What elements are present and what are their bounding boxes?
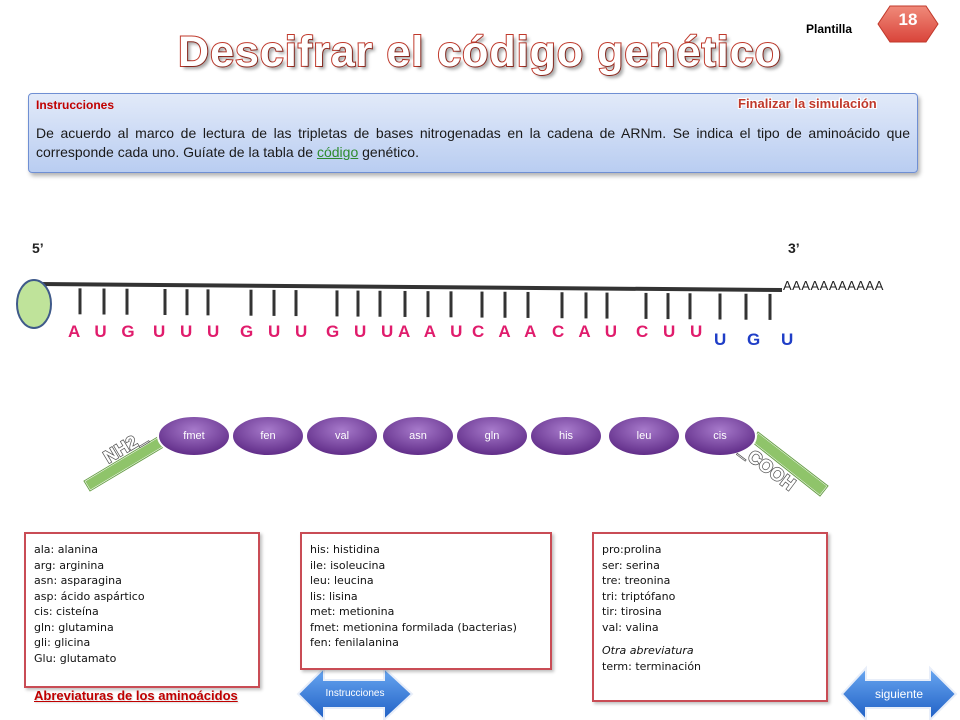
c-terminus-label: _COOH — [735, 439, 800, 495]
codon-5: A A U — [398, 322, 468, 341]
abbr-entry: ser: serina — [602, 558, 660, 572]
abbr-entry: arg: arginina — [34, 558, 105, 572]
codon-1: A U G — [68, 322, 140, 341]
template-label: Plantilla — [806, 22, 853, 36]
abbr-entry: tir: tirosina — [602, 605, 662, 618]
abbr-entry: gln: glutamina — [34, 620, 114, 634]
five-prime-cap — [16, 279, 52, 329]
amino-acid-label: leu — [636, 430, 652, 442]
instructions-heading: Instrucciones — [36, 98, 115, 112]
codon-7: C A U — [552, 322, 623, 341]
amino-acid-label: val — [334, 430, 350, 442]
genetic-code-link[interactable]: código — [316, 144, 359, 160]
abbr-other-heading: Otra abreviatura — [602, 644, 694, 657]
amino-acid-label: cis — [713, 430, 727, 442]
abbr-entry: asp: ácido aspártico — [34, 589, 145, 603]
amino-acid-label: his — [558, 430, 574, 442]
abbr-entry: fen: fenilalanina — [310, 636, 399, 649]
slide-number-badge: 18 — [898, 10, 918, 29]
abbr-entry: lis: lisina — [310, 589, 358, 603]
amino-acid-label: asn — [409, 430, 427, 442]
amino-acid-label: fen — [260, 430, 276, 442]
instructions-text: De acuerdo al marco de lectura de las tr… — [36, 124, 910, 162]
abbr-entry: val: valina — [602, 620, 659, 634]
abbr-entry: his: histidina — [310, 543, 380, 556]
instructions-text-after: genético. — [358, 144, 419, 160]
abbr-entry: asn: asparagina — [34, 574, 122, 587]
abbr-entry: met: metionina — [310, 605, 395, 618]
abbr-entry: tre: treonina — [602, 574, 671, 587]
badge-star-icon — [877, 5, 939, 43]
amino-acid-label: gln — [484, 430, 500, 442]
abbr-entry: leu: leucina — [310, 574, 374, 587]
abbreviations-title: Abreviaturas de los aminoácidos — [34, 688, 238, 703]
three-prime-label: 3’ — [788, 240, 800, 256]
codon-3: G U U — [240, 322, 313, 341]
codon-4: G U U — [326, 322, 399, 341]
mrna-strand-line — [39, 282, 783, 292]
abbr-entry: cis: cisteína — [34, 605, 99, 618]
stop-codon: U G U — [714, 330, 802, 349]
abbr-entry: fmet: metionina formilada (bacterias) — [310, 620, 517, 634]
n-terminus-label: NH2_ — [99, 426, 150, 468]
instructions-panel — [28, 93, 918, 173]
amino-acid-label: fmet — [183, 430, 205, 442]
abbr-entry: tri: triptófano — [602, 589, 676, 603]
codon-2: U U U — [153, 322, 225, 341]
abbr-entry: term: terminación — [602, 659, 702, 673]
page-title: Descifrar el código genético — [177, 27, 782, 77]
codon-8: C U U — [636, 322, 708, 341]
abbr-entry: pro:prolina — [602, 543, 662, 556]
abbr-entry: ile: isoleucina — [310, 558, 386, 572]
abbreviations-box-3: pro:prolina ser: serina tre: treonina tr… — [592, 532, 828, 702]
poly-a-tail: AAAAAAAAAAA — [783, 278, 884, 293]
next-button[interactable]: siguiente — [874, 687, 924, 701]
finish-simulation-button[interactable]: Finalizar la simulación — [738, 96, 877, 111]
abbr-entry: Glu: glutamato — [34, 651, 117, 665]
instructions-text-before: De acuerdo al marco de lectura de las tr… — [36, 125, 910, 160]
instructions-button[interactable]: Instrucciones — [325, 688, 385, 699]
abbr-entry: gli: glicina — [34, 636, 91, 649]
five-prime-label: 5’ — [32, 240, 44, 256]
abbreviations-box-2: his: histidina ile: isoleucina leu: leuc… — [300, 532, 552, 670]
abbreviations-box-1: ala: alanina arg: arginina asn: asparagi… — [24, 532, 260, 688]
codon-6: C A A — [472, 322, 542, 341]
base-ticks — [78, 288, 772, 320]
abbr-entry: ala: alanina — [34, 543, 99, 556]
